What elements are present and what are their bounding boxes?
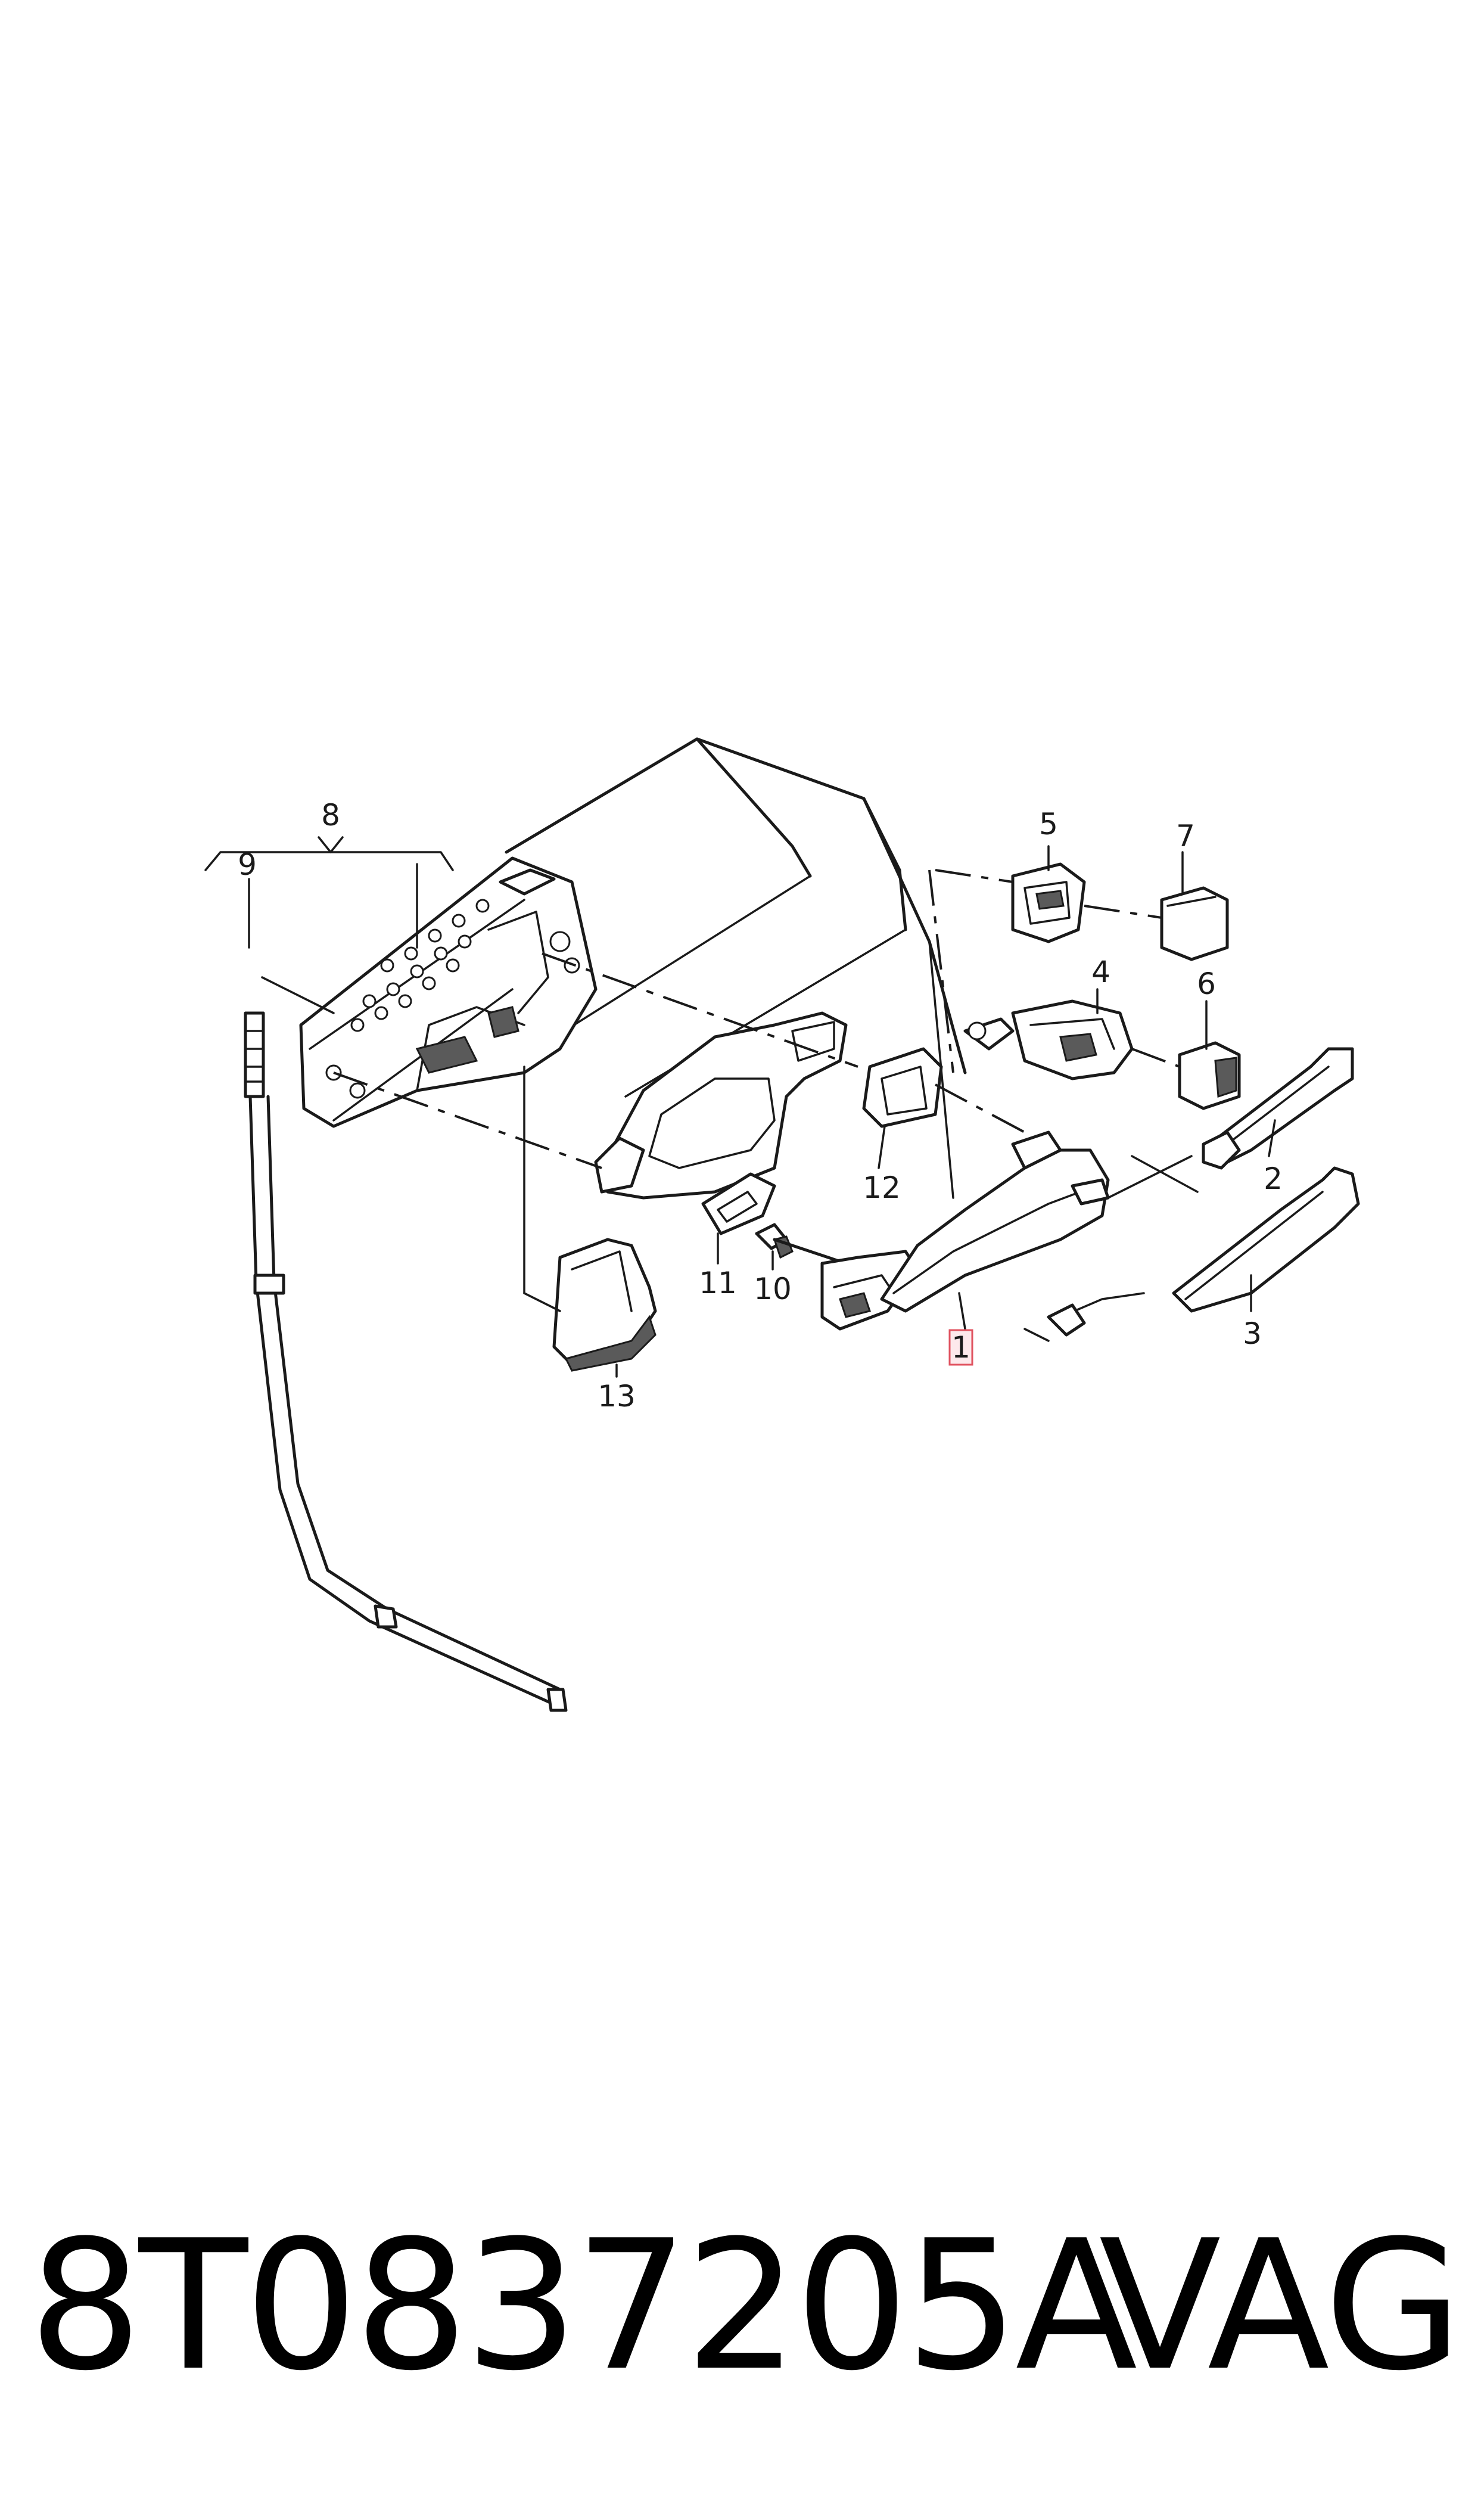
outer-door-handle (880, 1130, 1110, 1313)
callout-labels: 1 2 3 4 5 6 7 8 9 10 11 12 13 (238, 798, 1283, 1414)
callout-2: 2 (1264, 1161, 1283, 1196)
callout-leader-lines (204, 836, 1276, 1378)
cap-part-5 (1011, 862, 1086, 943)
lock-cylinder-part-4 (963, 999, 1134, 1080)
callout-3: 3 (1243, 1316, 1262, 1351)
cover-part-13 (552, 1238, 657, 1372)
screw-part-10 (755, 1223, 848, 1265)
callout-1: 1 (951, 1330, 970, 1365)
brand-name: VAG (1099, 2202, 1463, 2410)
callout-4: 4 (1091, 955, 1110, 989)
callout-7: 7 (1176, 819, 1195, 853)
callout-6: 6 (1197, 967, 1216, 1001)
gasket-part-2 (1202, 1047, 1354, 1170)
callout-8: 8 (321, 798, 340, 833)
part-number: 8T0837205A (29, 2202, 1137, 2410)
callout-5: 5 (1039, 807, 1058, 841)
callout-9: 9 (238, 847, 257, 882)
assembly-guide-lines (261, 869, 1199, 1342)
gasket-part-3 (1047, 1166, 1360, 1337)
door-lock-mechanism (299, 856, 598, 1128)
seal-part-12 (862, 1047, 943, 1128)
bowden-cable-part-9 (244, 1011, 568, 1712)
handle-mounting-bracket (594, 1011, 848, 1200)
callout-11: 11 (699, 1266, 737, 1300)
callout-10: 10 (754, 1272, 792, 1306)
callout-13: 13 (598, 1379, 636, 1414)
cap-part-6 (1178, 1041, 1241, 1110)
gasket-part-11 (701, 1172, 776, 1235)
highlighted-callout-box (948, 1329, 973, 1366)
cap-part-7 (1160, 886, 1229, 961)
callout-12: 12 (863, 1170, 901, 1205)
